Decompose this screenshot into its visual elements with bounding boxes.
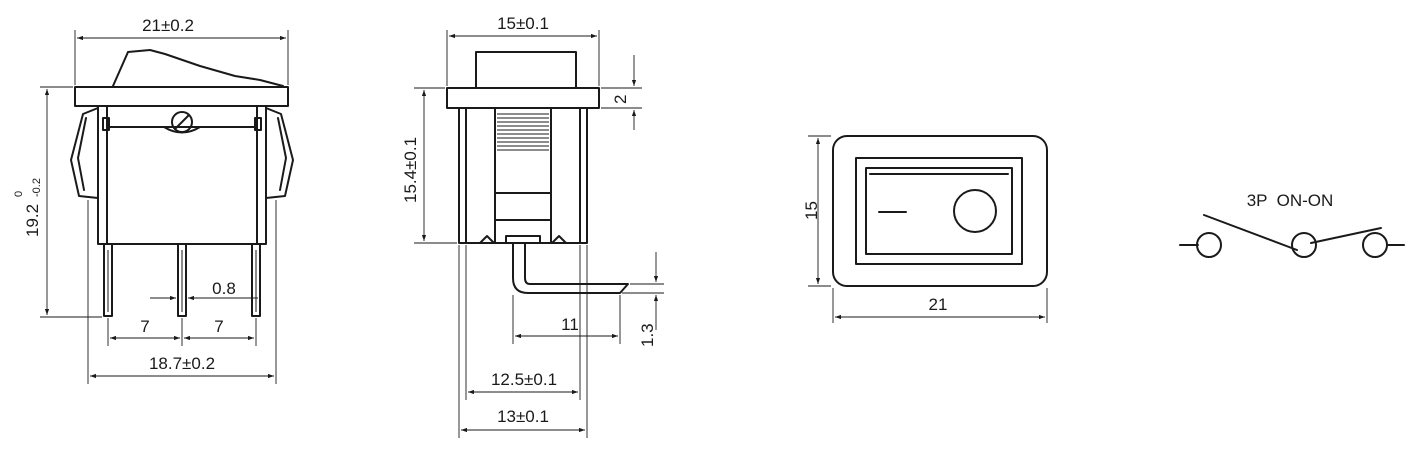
front-view: 21±0.2 19.2 0 -0.2 0.8 7 7 18.7±0.2 (13, 16, 294, 384)
terminal-right-icon (1362, 232, 1388, 258)
side-body (458, 107, 588, 244)
side-actuator (475, 51, 577, 89)
side-terminal-thickness-label: 1.3 (638, 323, 657, 347)
side-terminal (512, 242, 629, 294)
switch-schematic: 3P ON-ON (1179, 191, 1405, 258)
blade-left (1203, 214, 1298, 251)
front-width-bottom-label: 18.7±0.2 (149, 354, 215, 373)
front-width-top-label: 21±0.2 (142, 16, 194, 35)
rocker-actuator (112, 49, 284, 87)
front-pitch-right-label: 7 (214, 317, 223, 336)
panel-view: 15 21 (802, 135, 1048, 323)
left-latch (70, 107, 99, 199)
blade-right (1310, 227, 1382, 244)
panel-width-label: 21 (929, 295, 948, 314)
spring-coil (497, 113, 549, 151)
side-flange-label: 2 (611, 95, 630, 104)
panel-inner-frame (855, 157, 1023, 265)
side-width-bottom-label: 13±0.1 (497, 407, 549, 426)
side-height-label: 15.4±0.1 (401, 137, 420, 203)
terminal-common-icon (1291, 232, 1317, 258)
side-terminal-reach-label: 11 (561, 315, 579, 334)
right-latch (265, 107, 294, 199)
front-height-tol-upper: 0 (13, 191, 25, 197)
terminal-left-icon (1196, 232, 1222, 258)
front-pin-width-label: 0.8 (212, 279, 236, 298)
side-width-top-label: 15±0.1 (497, 14, 549, 33)
front-pitch-left-label: 7 (140, 317, 149, 336)
side-view: 15±0.1 2 15.4±0.1 11 1.3 12.5±0.1 13±0.1 (401, 14, 664, 438)
rocker-face (865, 167, 1013, 255)
side-flange (446, 87, 600, 109)
side-width-mid-label: 12.5±0.1 (491, 370, 557, 389)
front-height-tol-lower: -0.2 (31, 178, 43, 197)
panel-height-label: 15 (802, 201, 821, 220)
panel-outer-frame (832, 135, 1048, 287)
front-pins (103, 243, 261, 317)
schematic-label: 3P ON-ON (1247, 191, 1334, 210)
front-height-label: 19.2 (23, 204, 42, 237)
front-flange (74, 86, 289, 107)
off-mark-icon (953, 189, 997, 233)
